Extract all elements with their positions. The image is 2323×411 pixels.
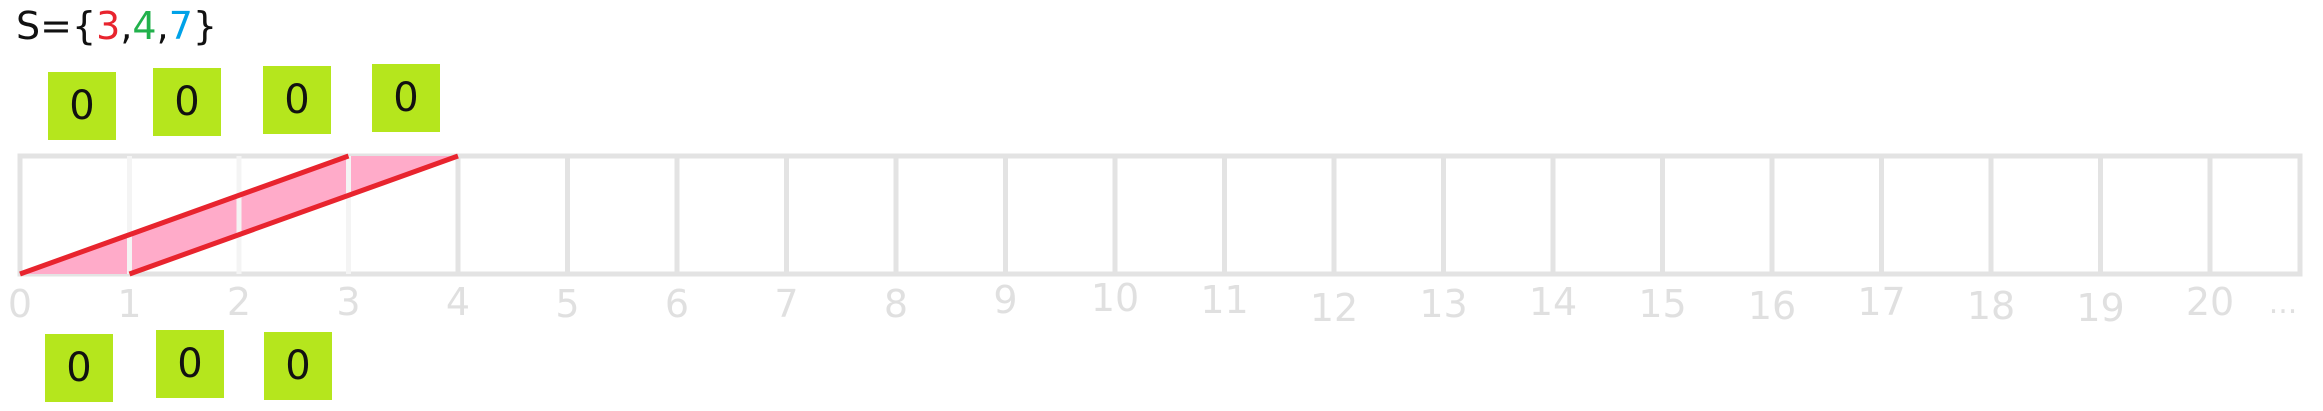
set-definition: S={3,4,7} (16, 2, 217, 50)
tick-label: 1 (117, 282, 142, 326)
tick-label: 2 (226, 280, 252, 324)
tick-label: 6 (664, 282, 690, 326)
number-line-frame (17, 153, 2303, 277)
highlight-edge-upper (19, 153, 350, 277)
tick-label: 0 (7, 282, 33, 326)
tick-label: 5 (555, 282, 580, 326)
set-separator: , (120, 4, 133, 48)
tick-label: 19 (2076, 286, 2125, 330)
top-box-value: 0 (284, 77, 310, 123)
bottom-box-1: 0 (156, 330, 224, 398)
set-element-7: 7 (168, 4, 193, 48)
tick-label: 4 (445, 280, 471, 324)
top-box-value: 0 (393, 75, 419, 121)
tick-label: 7 (774, 282, 799, 326)
tick-label: 9 (993, 278, 1018, 322)
top-box-1: 0 (153, 68, 221, 136)
tick-label: 17 (1857, 280, 1906, 324)
top-box-0: 0 (48, 72, 116, 140)
tick-ellipsis: ... (2268, 286, 2298, 321)
set-prefix: S={ (16, 4, 97, 48)
top-box-3: 0 (372, 64, 440, 132)
tick-label: 20 (2185, 280, 2235, 324)
tick-label: 10 (1090, 276, 1140, 320)
tick-label: 15 (1638, 282, 1687, 326)
bottom-box-value: 0 (177, 341, 203, 387)
band-grid-lines (127, 156, 351, 274)
tick-label: 18 (1966, 284, 2016, 328)
bottom-box-0: 0 (45, 334, 113, 402)
tick-label: 3 (336, 280, 361, 324)
tick-label: 8 (883, 282, 909, 326)
tick-label: 12 (1309, 286, 1359, 330)
top-box-value: 0 (69, 83, 95, 129)
tick-label: 14 (1528, 280, 1578, 324)
set-separator: , (156, 4, 169, 48)
top-box-value: 0 (174, 79, 200, 125)
grid-lines (127, 156, 2213, 274)
bottom-box-value: 0 (66, 345, 92, 391)
highlight-edge-lower (128, 153, 459, 277)
tick-label: 16 (1747, 284, 1797, 328)
set-suffix: } (192, 4, 218, 48)
tick-label: 11 (1200, 278, 1249, 322)
top-box-2: 0 (263, 66, 331, 134)
set-element-3: 3 (96, 4, 121, 48)
tick-label: 13 (1419, 282, 1468, 326)
bottom-box-2: 0 (264, 332, 332, 400)
bottom-box-value: 0 (285, 343, 311, 389)
set-element-4: 4 (132, 4, 157, 48)
